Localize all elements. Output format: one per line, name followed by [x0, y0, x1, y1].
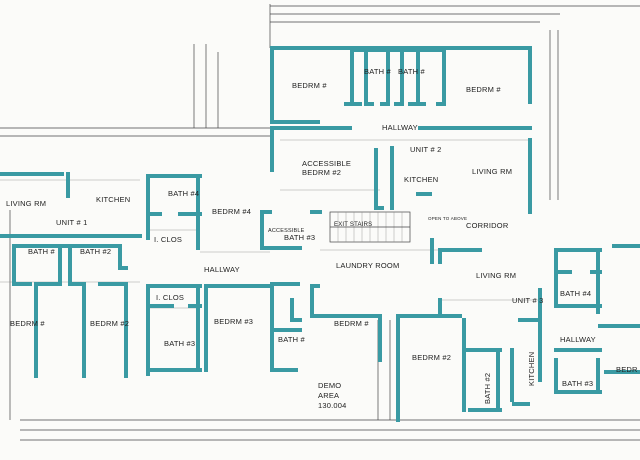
room-label-bath-center: BATH # [278, 335, 306, 344]
room-label-bath4: BATH #4 [168, 189, 199, 198]
room-label-accessible: ACCESSIBLE [302, 159, 351, 168]
room-label-bath4-right: BATH #4 [560, 289, 591, 298]
room-label-bath-top1: BATH # [364, 67, 392, 76]
interior-lines [0, 139, 540, 309]
room-label-area-num: 130.004 [318, 401, 347, 410]
room-label-hallway-mid: HALLWAY [204, 265, 240, 274]
room-label-living-unit2: LIVING RM [472, 167, 512, 176]
room-label-bath-top2: BATH # [398, 67, 426, 76]
room-label-laundry: LAUNDRY ROOM [336, 261, 399, 270]
room-label-bedrm-top-left: BEDRM # [292, 81, 327, 90]
room-label-exit-stairs: EXIT STAIRS [334, 222, 372, 228]
dimension-lines [0, 4, 640, 441]
room-label-bath3: BATH #3 [284, 233, 315, 242]
room-label-bath3-right: BATH #3 [562, 379, 593, 388]
room-label-bedrm2-right: BEDRM #2 [412, 353, 451, 362]
room-label-bedrm4: BEDRM #4 [212, 207, 251, 216]
room-label-bath-lw1: BATH # [28, 247, 56, 256]
room-label-unit1: UNIT # 1 [56, 218, 87, 227]
room-labels: BATH # BATH # BEDRM # BEDRM # HALLWAY UN… [6, 67, 638, 410]
room-label-bedrm-low-left: BEDRM # [10, 319, 45, 328]
room-label-hallway-right: HALLWAY [560, 335, 596, 344]
room-label-kitchen-unit2: KITCHEN [404, 175, 438, 184]
room-label-kitchen-right: KITCHEN [527, 352, 536, 386]
room-label-accessible-bath: ACCESSIBLE [268, 228, 305, 234]
room-label-bedrm-top-right: BEDRM # [466, 85, 501, 94]
room-label-i-clos2: I. CLOS [156, 293, 184, 302]
room-label-bedrm2-low: BEDRM #2 [90, 319, 129, 328]
room-label-unit2: UNIT # 2 [410, 145, 441, 154]
room-label-i-clos1: I. CLOS [154, 235, 182, 244]
room-label-bedrm-center: BEDRM # [334, 319, 369, 328]
room-label-unit3: UNIT # 3 [512, 296, 543, 305]
room-label-bath-lw2: BATH #2 [80, 247, 111, 256]
room-label-bedrm-edge: BEDR [616, 365, 638, 374]
room-label-living-left: LIVING RM [6, 199, 46, 208]
room-label-open-above: OPEN TO ABOVE [428, 216, 467, 221]
room-label-kitchen-left: KITCHEN [96, 195, 130, 204]
room-label-demo: DEMO [318, 381, 341, 390]
room-label-bath2-right: BATH #2 [483, 373, 492, 404]
stairs [329, 211, 411, 243]
room-label-bedrm2: BEDRM #2 [302, 168, 341, 177]
room-label-living-unit3: LIVING RM [476, 271, 516, 280]
room-label-hallway-top: HALLWAY [382, 123, 418, 132]
room-label-area: AREA [318, 391, 339, 400]
room-label-corridor: CORRIDOR [466, 221, 509, 230]
room-label-bedrm3: BEDRM #3 [214, 317, 253, 326]
walls [0, 46, 640, 422]
room-label-bath3-low: BATH #3 [164, 339, 195, 348]
